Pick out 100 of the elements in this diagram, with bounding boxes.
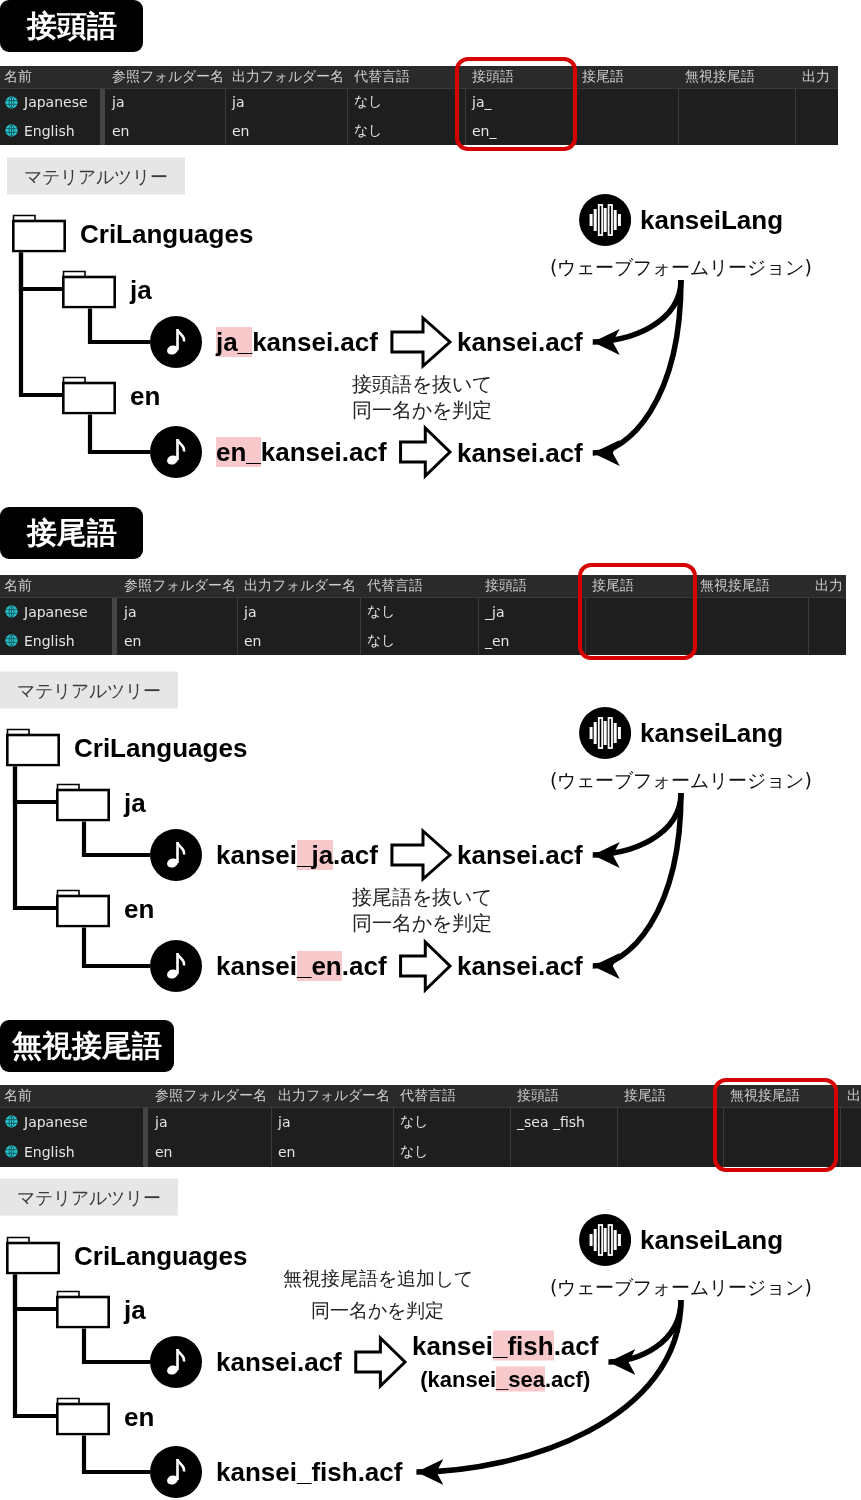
file-name: kansei_fish.acf: [216, 1457, 403, 1487]
tree-line: [81, 1435, 150, 1475]
column-header: 代替言語: [354, 68, 410, 86]
section-label: マテリアルツリー: [0, 671, 178, 709]
tree-line: [87, 308, 150, 345]
column-header: 出力: [815, 577, 843, 595]
column-header: 名前: [4, 577, 32, 595]
table-value: en: [244, 632, 262, 649]
column-header: 接尾語: [624, 1087, 666, 1105]
table-value: なし: [367, 602, 395, 621]
table-value: ja: [155, 1113, 168, 1130]
column-header: 名前: [4, 68, 32, 86]
column-header: 参照フォルダー名: [124, 577, 236, 595]
column-header: 出力フォルダー名: [232, 68, 344, 86]
language-name: Japanese: [24, 603, 88, 620]
language-name: English: [24, 632, 75, 649]
folder-name: CriLanguages: [80, 218, 254, 248]
folder-name: CriLanguages: [74, 1240, 248, 1270]
table-value: _sea _fish: [517, 1113, 585, 1130]
file-name: (kansei_sea.acf): [420, 1365, 591, 1394]
folder-name: ja: [124, 787, 146, 817]
file-name: kansei.acf: [457, 951, 583, 981]
block-arrow: [399, 424, 453, 480]
table-value: ja: [244, 603, 257, 620]
curved-arrow: [592, 279, 684, 463]
table-value: ja: [278, 1113, 291, 1130]
table-value: en: [232, 122, 250, 139]
table-value: en: [112, 122, 130, 139]
section-heading: 接尾語: [0, 507, 143, 559]
column-header: 接尾語: [582, 68, 624, 86]
file-name: kansei.acf: [216, 1347, 342, 1377]
block-arrow: [390, 827, 453, 883]
column-header: 出: [847, 1087, 861, 1105]
column-header: 代替言語: [367, 577, 423, 595]
file-name: kansei_en.acf: [216, 951, 387, 981]
language-name: Japanese: [24, 94, 88, 110]
file-name: kansei_ja.acf: [216, 840, 378, 870]
folder-name: ja: [124, 1294, 146, 1324]
table-value: _ja: [485, 603, 505, 620]
section-heading: 無視接尾語: [0, 1020, 174, 1072]
column-header: 出力フォルダー名: [278, 1087, 390, 1105]
column-header: 無視接尾語: [700, 577, 770, 595]
note-text: 無視接尾語を追加して同一名かを判定: [281, 1266, 474, 1323]
table-value: なし: [400, 1112, 428, 1131]
folder-name: CriLanguages: [74, 732, 248, 762]
folder-name: en: [124, 1401, 155, 1431]
column-header: 参照フォルダー名: [112, 68, 224, 86]
column-header: 接頭語: [485, 577, 527, 595]
region-name: kanseiLang: [639, 1225, 783, 1255]
note-text: 接尾語を抜いて同一名かを判定: [352, 884, 493, 936]
language-name: English: [24, 122, 75, 139]
block-arrow: [354, 1334, 408, 1390]
file-name: kansei.acf: [457, 840, 583, 870]
section-label: マテリアルツリー: [7, 157, 185, 195]
table-value: なし: [367, 631, 395, 650]
region-type: (ウェーブフォームリージョン): [550, 255, 812, 280]
table-value: なし: [354, 93, 382, 111]
file-name: kansei.acf: [457, 327, 583, 357]
region-type: (ウェーブフォームリージョン): [550, 1275, 812, 1300]
note-text: 接頭語を抜いて同一名かを判定: [352, 371, 493, 423]
table-value: ja_: [472, 94, 492, 110]
column-header: 接尾語: [592, 577, 634, 595]
language-name: English: [24, 1143, 75, 1160]
region-type: (ウェーブフォームリージョン): [550, 768, 812, 793]
curved-arrow: [592, 792, 684, 976]
folder-name: en: [130, 380, 161, 410]
column-header: 無視接尾語: [730, 1087, 800, 1105]
column-header: 無視接尾語: [685, 68, 755, 86]
column-header: 参照フォルダー名: [155, 1087, 267, 1105]
column-header: 接頭語: [517, 1087, 559, 1105]
column-header: 代替言語: [400, 1087, 456, 1105]
table-value: ja: [124, 603, 137, 620]
section-heading: 接頭語: [0, 0, 143, 52]
folder-name: ja: [130, 274, 152, 304]
curved-arrow: [416, 1299, 684, 1484]
file-name: en_kansei.acf: [216, 437, 387, 467]
table-value: en: [278, 1143, 296, 1160]
file-name: kansei.acf: [457, 438, 583, 468]
table-value: ja: [112, 94, 125, 110]
table-value: _en: [485, 632, 510, 649]
block-arrow: [399, 938, 453, 994]
column-header: 接頭語: [472, 68, 514, 86]
file-name: kansei_fish.acf: [412, 1330, 599, 1361]
table-value: en: [124, 632, 142, 649]
table-value: ja: [232, 94, 245, 110]
table-value: en_: [472, 122, 497, 139]
table-value: なし: [400, 1142, 428, 1161]
tree-line: [81, 1328, 150, 1365]
block-arrow: [390, 314, 453, 370]
section-label: マテリアルツリー: [0, 1178, 178, 1216]
tree-line: [12, 1274, 56, 1419]
tree-line: [87, 414, 150, 455]
tree-line: [12, 766, 56, 911]
column-header: 出力フォルダー名: [244, 577, 356, 595]
table-value: en: [155, 1143, 173, 1160]
region-name: kanseiLang: [639, 718, 783, 748]
column-header: 名前: [4, 1087, 32, 1105]
table-value: なし: [354, 121, 382, 140]
column-header: 出力: [802, 68, 830, 86]
tree-line: [81, 821, 150, 858]
